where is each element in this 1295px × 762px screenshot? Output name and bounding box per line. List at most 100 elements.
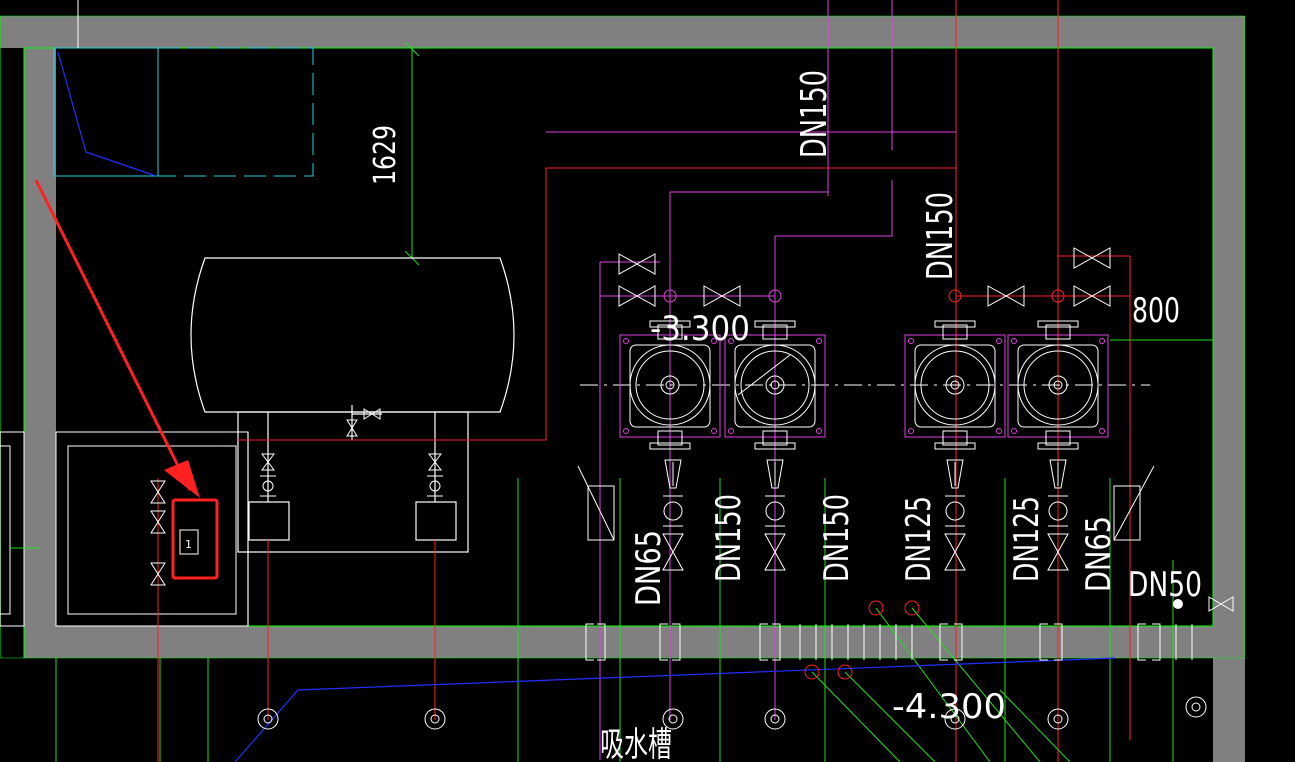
floor-drain-icon — [764, 708, 786, 730]
wall-bracket-mark — [597, 623, 606, 661]
centrifugal-pump-icon — [724, 289, 826, 450]
right-meter-box — [1113, 485, 1141, 541]
dim-tick-top — [404, 41, 420, 57]
annotation-arrow-head — [164, 460, 200, 498]
floor-drain-icon — [944, 708, 966, 730]
wall-bracket-mark — [1137, 623, 1146, 661]
dim-1629-label: 1629 — [368, 125, 403, 185]
wall-outline-outer — [0, 15, 1245, 659]
side-meters — [577, 465, 1155, 541]
gate-valve-bowtie-icon — [703, 285, 741, 307]
blue-slope-line — [57, 51, 157, 177]
gate-valve-bowtie-icon — [428, 453, 442, 471]
gate-valve-bowtie-icon — [363, 408, 381, 420]
centrifugal-pump-icon — [904, 289, 1006, 450]
check-valve-icon — [945, 459, 965, 527]
wall-bracket-mark — [659, 623, 668, 661]
wall-bracket-mark — [954, 623, 963, 661]
wall-bracket-mark — [585, 623, 594, 661]
gate-valve-bowtie-icon — [150, 510, 166, 534]
tank-pad-1 — [248, 501, 290, 541]
dn65-left-label: DN65 — [629, 530, 669, 606]
gate-valve-bowtie-icon — [150, 562, 166, 586]
green-diag-1 — [811, 671, 901, 762]
gate-valve-bowtie-icon — [618, 285, 656, 307]
dn150-b-label: DN150 — [817, 494, 857, 582]
gate-valve-bowtie-icon — [261, 453, 275, 471]
elev-bottom-label: -4.300 — [892, 687, 1006, 727]
wall-bracket-mark — [1054, 623, 1063, 661]
drain-gauge-icon — [260, 475, 276, 497]
left-meter-diag — [577, 465, 615, 541]
green-diag-2 — [844, 671, 936, 762]
wall-bracket-mark — [939, 623, 948, 661]
small-meter-box — [179, 529, 199, 555]
top-left-equipment — [53, 0, 314, 177]
valves — [150, 247, 1234, 612]
gate-valve-bowtie-icon — [987, 285, 1025, 307]
dn150-mid-label: DN150 — [920, 192, 961, 280]
dim-800-label: 800 — [1132, 291, 1180, 331]
cabinet-left-strip-inner — [0, 445, 11, 615]
gate-valve-bowtie-icon — [1208, 596, 1234, 612]
dimension-1629: 1629 — [368, 41, 420, 266]
elev-left-label: -3.300 — [650, 309, 750, 349]
wall-bracket-mark — [672, 623, 681, 661]
vent-circle-icon — [868, 600, 884, 616]
pumps — [619, 289, 1109, 450]
magenta-header-3 — [775, 180, 893, 237]
left-control-cabinet — [0, 431, 249, 762]
centrifugal-pump-icon — [619, 289, 721, 450]
dn150-a-label: DN150 — [709, 494, 749, 582]
cyan-box-right — [157, 47, 314, 177]
floor-drain-icon — [424, 708, 446, 730]
vent-circle-icon — [804, 664, 820, 680]
floor-drain-icon — [1185, 696, 1207, 718]
floor-drain-icon — [1047, 708, 1069, 730]
gate-valve-bowtie-icon — [944, 533, 966, 571]
tank-body — [190, 257, 515, 413]
green-diag-5 — [999, 689, 1071, 762]
check-valve-icon — [663, 459, 683, 527]
floor-bracket-marks — [585, 623, 1193, 661]
gate-valve-bowtie-icon — [1073, 247, 1111, 269]
dn125-a-label: DN125 — [899, 496, 939, 582]
green-lines — [10, 339, 1213, 762]
wall-bracket-mark — [1039, 623, 1048, 661]
blue-bottom-slope — [234, 657, 1116, 762]
drain-gauge-icon — [427, 475, 443, 497]
annotation-highlight-box[interactable] — [171, 498, 219, 580]
vent-circle-icon — [837, 664, 853, 680]
cabinet-inner — [67, 445, 237, 615]
gate-valve-bowtie-icon — [150, 480, 166, 504]
dn65-right-label: DN65 — [1079, 516, 1119, 592]
centrifugal-pump-icon — [1007, 289, 1109, 450]
check-valve-icon — [1048, 459, 1068, 527]
red-main-loop — [238, 167, 956, 441]
right-meter-diag — [1113, 465, 1155, 541]
floor-drain-icon — [257, 708, 279, 730]
gate-valve-bowtie-icon — [764, 533, 786, 571]
vent-circle-icon — [904, 600, 920, 616]
gate-valve-bowtie-icon — [1047, 533, 1069, 571]
gate-valve-bowtie-icon — [618, 253, 656, 275]
floor-drain-icon — [662, 708, 684, 730]
tank-base — [237, 411, 469, 553]
wall-bracket-mark — [1152, 623, 1161, 661]
cabinet-left-strip — [0, 431, 25, 627]
tank-pad-2 — [415, 501, 457, 541]
room-walls — [0, 15, 1245, 762]
floor-drains — [257, 599, 1207, 730]
discharge-fittings — [260, 459, 1068, 527]
pressure-tank — [190, 257, 515, 625]
gate-valve-bowtie-icon — [1073, 285, 1111, 307]
dn50-label: DN50 — [1128, 565, 1202, 605]
wall-bracket-mark — [772, 623, 781, 661]
drawing-labels: DN150 DN150 800 -3.300 -4.300 DN65 DN150… — [600, 70, 1202, 762]
wall-bracket-mark — [759, 623, 768, 661]
dn125-b-label: DN125 — [1007, 496, 1047, 582]
wall-outline-inner — [23, 47, 1214, 658]
check-valve-icon — [765, 459, 785, 527]
green-diag-3 — [875, 607, 991, 762]
